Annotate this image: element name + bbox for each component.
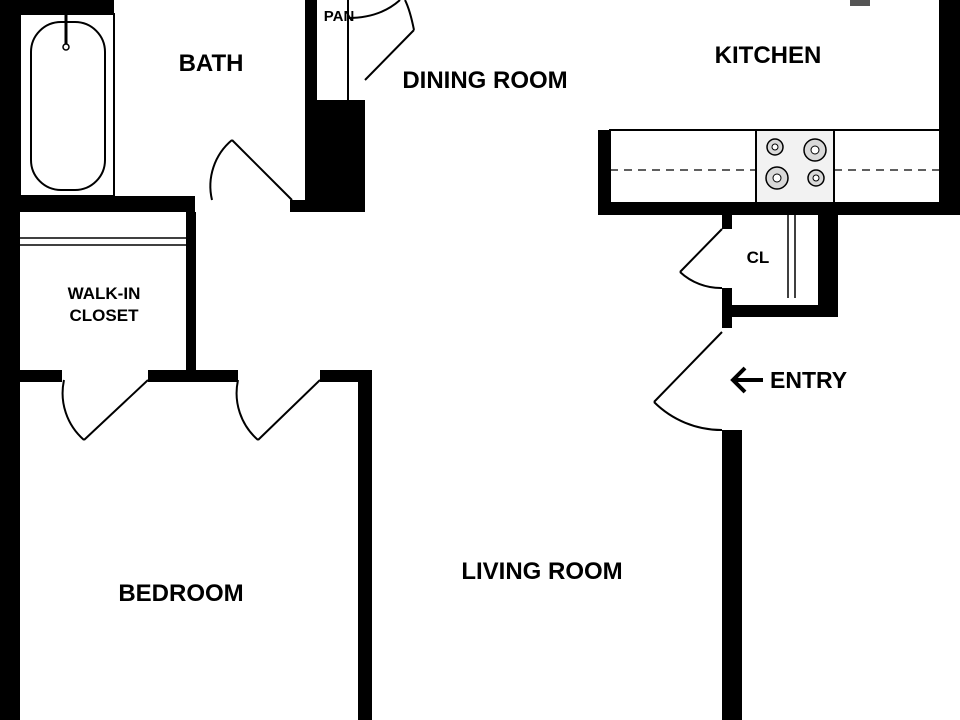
entry-label: ENTRY	[770, 367, 847, 393]
kitchen-label: KITCHEN	[715, 42, 822, 69]
wall-pantry-left	[313, 0, 317, 100]
wall-entry-lower	[722, 430, 742, 720]
bath-label: BATH	[179, 50, 244, 77]
wall-bedroom-top-c	[320, 370, 372, 382]
wall-bedroom-right	[358, 382, 372, 720]
wall-kitchen-bottom	[598, 203, 960, 215]
stove-icon	[755, 129, 835, 204]
wall-kitchen-right	[940, 0, 960, 215]
wall-bedroom-top-a	[20, 370, 62, 382]
wall-kitchen-counter-left	[598, 130, 610, 215]
bedroom-label: BEDROOM	[118, 580, 243, 607]
living-room-label: LIVING ROOM	[461, 558, 622, 585]
closet-door	[61, 379, 149, 441]
entry-door	[653, 331, 723, 432]
bath-door	[209, 139, 293, 201]
wall-cl-bottom	[722, 305, 838, 317]
bedroom-door	[235, 379, 321, 441]
cl-shelf	[787, 215, 796, 298]
wall-bath-bottom-left	[20, 196, 195, 212]
wall-closet-right	[186, 212, 196, 372]
pantry-label: PAN	[324, 8, 355, 25]
wall-pantry-block	[305, 100, 365, 212]
dining-room-label: DINING ROOM	[402, 67, 567, 94]
closet-shelf	[20, 237, 186, 246]
walk-in-closet-label-line2: CLOSET	[70, 306, 140, 325]
arrow-left-icon	[730, 366, 763, 394]
wall-bedroom-top-b	[148, 370, 238, 382]
walk-in-closet-label-line1: WALK-IN	[68, 284, 141, 303]
wall-left-exterior-lower	[0, 212, 20, 720]
bathtub-icon	[19, 13, 115, 197]
cl-door	[679, 228, 723, 290]
wall-cl-left	[722, 215, 732, 229]
cl-label: CL	[747, 248, 770, 267]
pantry-doors	[347, 0, 415, 100]
wall-left-exterior-upper	[0, 0, 20, 212]
wall-bath-top	[20, 0, 114, 14]
wall-cl-right	[818, 215, 838, 315]
